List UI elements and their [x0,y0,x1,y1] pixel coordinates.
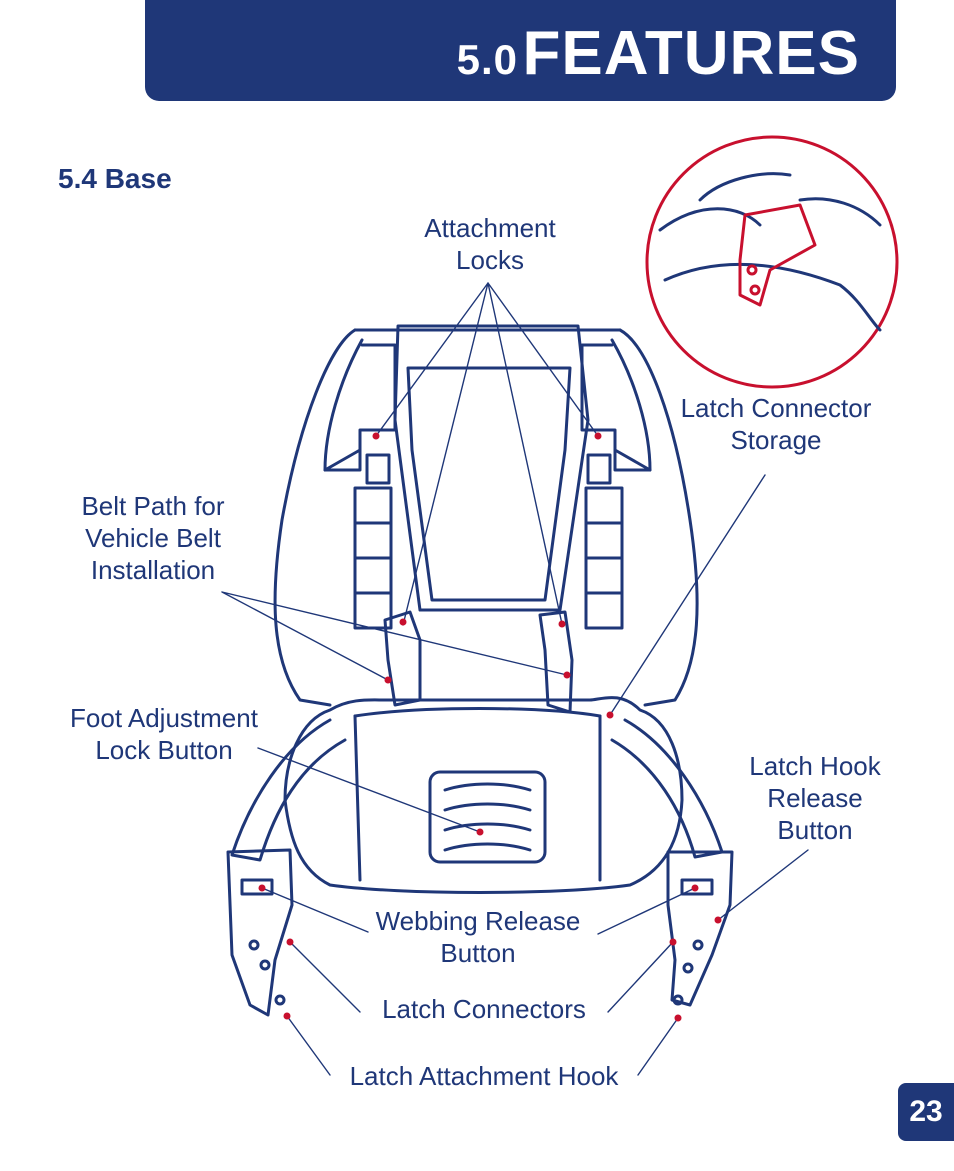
leader-lines [221,282,809,1076]
right-latch-strap [610,718,724,859]
label-attachment-locks: Attachment Locks [424,213,556,275]
label-belt-path: Belt Path for Vehicle Belt Installation [81,491,225,585]
left-latch-connector [226,848,294,1017]
backrest-inner [406,366,572,602]
right-latch-connector [666,850,734,1007]
foot-adjust-panel [428,770,547,864]
base-inner-line [353,714,602,882]
left-latch-strap [230,718,347,862]
left-wing [323,343,397,472]
right-belt-path-hook [538,610,574,714]
header-bar: 5.0 FEATURES [145,0,896,101]
section-number: 5.0 [456,36,519,83]
label-latch-hook-release: Latch Hook Release Button [749,751,881,845]
label-latch-connector-storage: Latch Connector Storage [680,393,872,455]
inset-circle [645,135,899,389]
base-top-rim [353,707,602,718]
callout-dots [258,432,722,1022]
section-heading: FEATURES [522,19,860,88]
label-foot-adjustment: Foot Adjustment Lock Button [70,703,258,765]
right-slot-1 [586,453,612,485]
page-number: 23 [898,1083,954,1141]
base-front [283,696,684,894]
seat-shell-outline [273,328,699,707]
subsection-title: 5.4 Base [58,163,172,194]
left-slot-1 [365,453,391,485]
label-webbing-release: Webbing Release Button [375,906,581,968]
page-title: 5.0 FEATURES [457,18,860,89]
label-latch-connectors: Latch Connectors [382,994,586,1024]
right-wing [580,343,652,472]
label-latch-attachment-hook: Latch Attachment Hook [349,1061,619,1091]
